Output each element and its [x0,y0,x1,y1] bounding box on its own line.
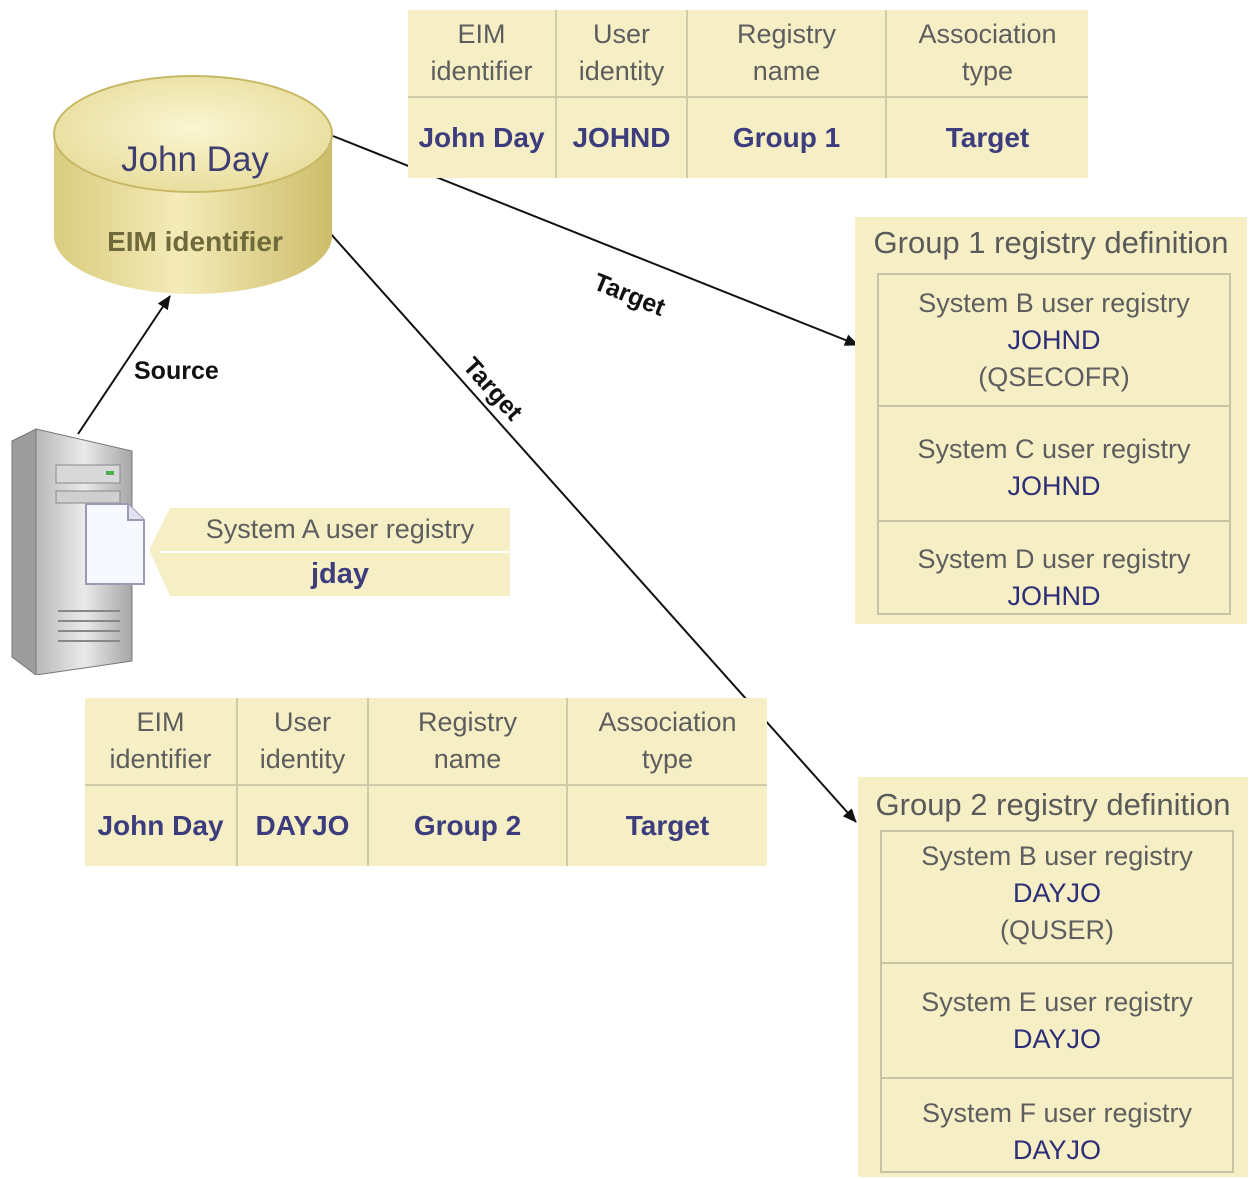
table-row: John Day DAYJO Group 2 Target [85,784,767,866]
cell-eim-identifier: John Day [408,96,557,178]
source-registry-name: System A user registry [205,514,475,544]
source-label: Source [134,357,219,385]
group2-title: Group 2 registry definition [875,787,1231,822]
group1-registry-definition: Group 1 registry definition System B use… [855,217,1247,624]
server-icon [11,428,133,675]
registry-name: System B user registry [918,288,1190,318]
registry-item: System B user registry JOHND (QSECOFR) [879,275,1229,407]
cell-association-type: Target [566,784,767,866]
registry-item: System C user registry JOHND [879,407,1229,522]
group2-registry-list: System B user registry DAYJO (QUSER) Sys… [880,830,1234,1173]
target-arrow-group2 [329,232,857,823]
cell-association-type: Target [885,96,1088,178]
registry-user: JOHND [1007,325,1101,355]
registry-name: System C user registry [917,434,1191,464]
group2-registry-definition: Group 2 registry definition System B use… [858,777,1248,1177]
cylinder-icon [53,75,333,294]
registry-user: JOHND [1007,471,1101,501]
registry-user: DAYJO [1012,878,1101,908]
source-arrow [77,295,171,435]
registry-item: System B user registry DAYJO (QUSER) [882,832,1232,964]
source-registry-callout: System A user registry jday [150,508,510,596]
registry-item: System D user registry JOHND [879,522,1229,613]
cell-user-identity: DAYJO [236,784,369,866]
cell-registry-name: Group 2 [367,784,568,866]
group1-registry-list: System B user registry JOHND (QSECOFR) S… [877,273,1231,615]
group1-title: Group 1 registry definition [873,225,1229,260]
document-icon [85,503,145,585]
registry-user: DAYJO [1012,1135,1101,1165]
cell-user-identity: JOHND [555,96,688,178]
registry-name: System B user registry [921,841,1193,871]
source-registry-user: jday [310,558,370,590]
registry-profile: (QUSER) [1000,915,1114,945]
table-row: John Day JOHND Group 1 Target [408,96,1088,178]
registry-name: System F user registry [921,1098,1193,1128]
registry-name: System D user registry [917,544,1191,574]
cell-registry-name: Group 1 [686,96,887,178]
registry-name: System E user registry [921,987,1193,1017]
registry-profile: (QSECOFR) [978,362,1130,392]
identifier-label: EIM identifier [107,226,283,257]
registry-user: JOHND [1007,581,1101,611]
registry-user: DAYJO [1012,1024,1101,1054]
cell-eim-identifier: John Day [85,784,238,866]
eim-identifier-cylinder: John Day EIM identifier [0,0,400,320]
registry-item: System F user registry DAYJO [882,1079,1232,1171]
callout-shape [150,508,510,596]
registry-item: System E user registry DAYJO [882,964,1232,1079]
identifier-name: John Day [121,140,269,179]
